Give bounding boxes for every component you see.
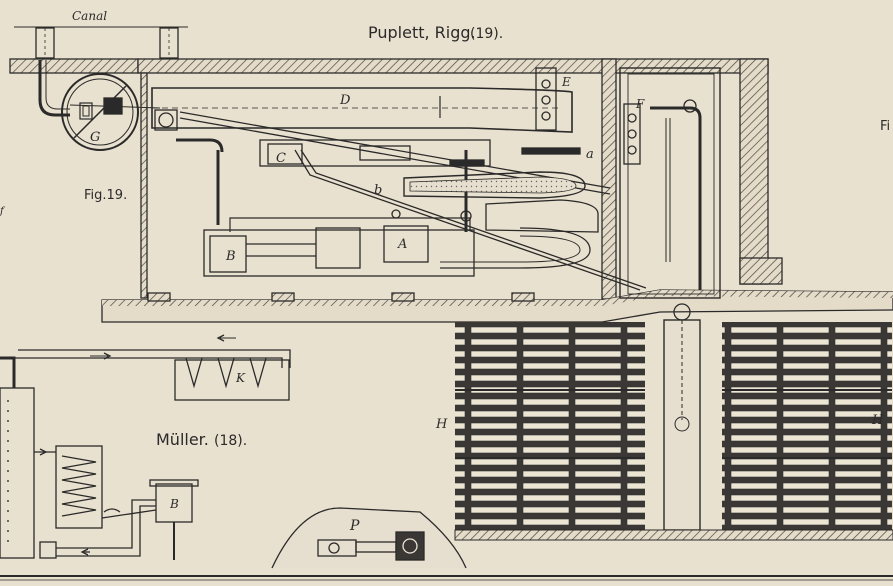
ceiling-slab-left (9, 58, 139, 74)
unit-c (259, 139, 491, 167)
outer-wall-right (739, 58, 769, 285)
fig19-caption: Fig.19. (84, 188, 127, 203)
label-d: D (339, 93, 351, 108)
partition-wall (601, 58, 617, 300)
stack-h-left (455, 322, 645, 530)
column-left (0, 387, 35, 559)
apparatus-e (535, 67, 557, 131)
pump-p: P (271, 507, 467, 569)
feed-pipe (38, 60, 70, 117)
ceiling-slab-main (137, 58, 769, 74)
label-k: K (235, 371, 246, 385)
fig19-title: Puplett, Rigg. (368, 23, 476, 42)
label-a: a (586, 147, 594, 162)
fig18-title-number: (18). (214, 433, 247, 449)
fig18-title: Müller. (156, 430, 209, 449)
label-h-left: H (435, 417, 448, 432)
label-f: F (635, 97, 645, 111)
filter-g (61, 73, 139, 151)
wall-step-right (739, 257, 783, 285)
edge-fragment-left: f (0, 206, 6, 217)
left-wall (140, 72, 148, 299)
label-b-small: B (169, 497, 179, 511)
label-b-large: B (225, 249, 236, 264)
label-p: P (349, 518, 360, 534)
figure-18-muller: Müller. (18). K B (0, 334, 291, 560)
label-c: C (276, 151, 286, 166)
stack-h-right (722, 322, 892, 530)
label-h-right: H (871, 413, 884, 428)
canal-label: Canal (72, 9, 107, 23)
fig19-title-number: (19). (470, 26, 503, 42)
figure-19-puplett-rigg: Canal G Fig.19. (0, 9, 893, 323)
conduit-b (294, 149, 641, 291)
label-e: E (561, 75, 571, 89)
room-right-frame (619, 67, 721, 299)
tank-k (174, 359, 290, 401)
cooling-coil (55, 445, 103, 529)
curved-trough (403, 171, 586, 199)
apparatus-f (623, 103, 641, 165)
label-g: G (90, 130, 100, 145)
label-b: b (374, 183, 382, 198)
lower-system (203, 229, 475, 277)
conduit-a (179, 111, 611, 189)
channel-d (151, 87, 573, 133)
label-a-large: A (397, 237, 407, 252)
storage-stacks: H H (435, 319, 893, 541)
edge-fragment-right: Fi (880, 119, 890, 134)
unit-a (383, 225, 429, 263)
